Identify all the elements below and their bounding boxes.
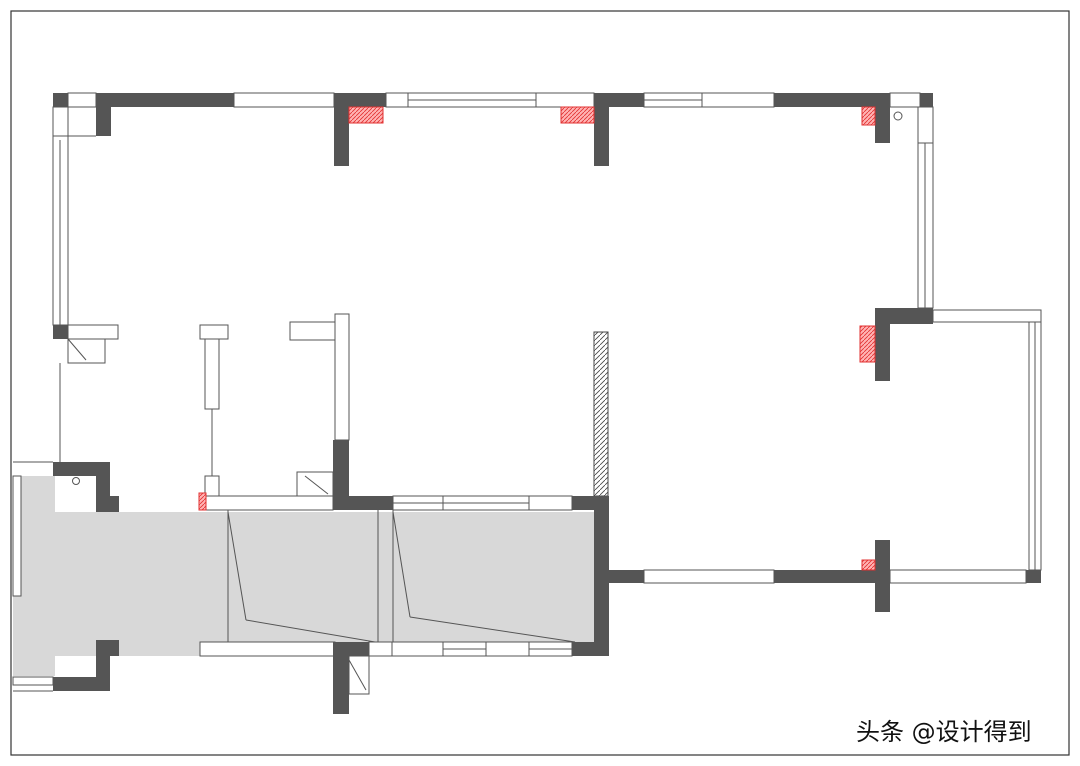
top-wall [53,92,933,166]
interior-partitions [199,313,609,511]
drawing-border [10,10,1070,756]
shaded-hall-area [13,476,605,676]
entrance-walls [12,461,119,692]
left-wall-upper [52,106,119,462]
lower-right-walls [593,331,890,656]
structural-columns [198,106,876,571]
watermark-text: 头条 @设计得到 [856,718,1032,746]
right-wall-and-balcony [875,106,1042,584]
hall-fixtures [199,510,609,714]
